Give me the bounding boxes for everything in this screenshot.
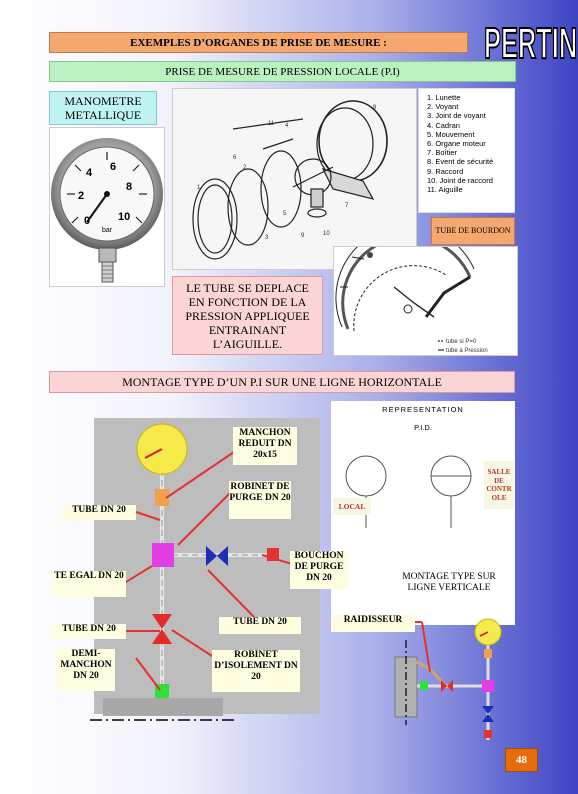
local-label: LOCAL <box>333 498 371 515</box>
legend-item: 4. Cadran <box>427 120 460 130</box>
svg-text:2: 2 <box>243 165 247 171</box>
svg-text:8: 8 <box>373 105 377 111</box>
legend-item: 8. Event de sécurité <box>427 157 494 167</box>
legend-item: 3. Joint de voyant <box>427 111 486 121</box>
tube-dn20-mid-label: TUBE DN 20 <box>219 617 301 634</box>
legend-item: 5. Mouvement <box>427 129 475 139</box>
section-title: PRISE DE MESURE DE PRESSION LOCALE (P.I) <box>49 61 516 82</box>
parts-legend: 1. Lunette 2. Voyant 3. Joint de voyant … <box>418 88 515 213</box>
svg-text:3: 3 <box>265 235 269 241</box>
manometer-label: MANOMETRE METALLIQUE <box>49 91 157 125</box>
dial-number: 2 <box>78 190 84 202</box>
bourdon-tube-icon: tube si P=0 tube à Pression <box>335 225 488 354</box>
svg-text:10: 10 <box>323 231 330 237</box>
bourdon-label-text: TUBE DE BOURDON <box>435 226 511 235</box>
bourdon-caption: tube à Pression <box>446 348 488 354</box>
svg-text:4: 4 <box>285 123 289 129</box>
montage-title-text: MONTAGE TYPE D’UN P.I SUR UNE LIGNE HORI… <box>122 374 442 389</box>
svg-text:11: 11 <box>268 121 275 127</box>
dial-unit: bar <box>102 227 113 234</box>
dial-number: 8 <box>126 181 132 193</box>
svg-text:7: 7 <box>345 203 349 209</box>
page-number: 48 <box>505 748 538 772</box>
legend-item: 10. Joint de raccord <box>427 175 493 185</box>
pid-label: P.I.D. <box>414 423 432 432</box>
explanation-text: LE TUBE SE DEPLACE EN FONCTION DE LA PRE… <box>185 280 310 351</box>
manometer-photo: 0 2 4 6 8 10 bar <box>49 127 165 287</box>
explanation-box: LE TUBE SE DEPLACE EN FONCTION DE LA PRE… <box>172 276 323 355</box>
raidisseur-label: RAIDISSEUR <box>331 615 415 632</box>
tube-dn20-left-label: TUBE DN 20 <box>52 624 126 639</box>
bourdon-tube-drawing: tube si P=0 tube à Pression <box>333 225 518 356</box>
bouchon-purge-label: BOUCHON DE PURGE DN 20 <box>290 551 348 589</box>
exploded-view-drawing: 4 6 1 2 10 5 9 8 3 7 11 <box>172 88 417 270</box>
bourdon-caption: tube si P=0 <box>446 339 477 345</box>
section-title-text: PRISE DE MESURE DE PRESSION LOCALE (P.I) <box>165 65 400 78</box>
logo-text: PERTIN F. <box>484 19 578 66</box>
vertical-pipe-symbol <box>394 656 418 718</box>
manometer-label-text: MANOMETRE METALLIQUE <box>64 94 142 122</box>
svg-text:6: 6 <box>233 155 237 161</box>
page-title-text: EXEMPLES D’ORGANES DE PRISE DE MESURE : <box>130 36 387 49</box>
manchon-reduit-label: MANCHON REDUIT DN 20x15 <box>233 427 297 465</box>
page-title: EXEMPLES D’ORGANES DE PRISE DE MESURE : <box>49 32 468 53</box>
legend-item: 6. Organe moteur <box>427 139 486 149</box>
representation-title: REPRESENTATION <box>382 405 464 414</box>
legend-item: 1. Lunette <box>427 93 461 102</box>
bourdon-label: TUBE DE BOURDON <box>431 217 515 245</box>
local-instrument-symbol <box>345 455 387 497</box>
montage-title: MONTAGE TYPE D’UN P.I SUR UNE LIGNE HORI… <box>49 371 515 393</box>
svg-text:9: 9 <box>301 233 305 239</box>
tube-dn20-top-label: TUBE DN 20 <box>62 505 136 520</box>
exploded-gauge-icon: 4 6 1 2 10 5 9 8 3 7 11 <box>192 100 388 260</box>
dial-number: 6 <box>110 161 116 173</box>
legend-item: 11. Aiguille <box>427 185 463 195</box>
dial-number: 4 <box>86 167 93 179</box>
legend-item: 2. Voyant <box>427 102 459 112</box>
dial-number: 10 <box>118 211 130 223</box>
demi-manchon-label: DEMI-MANCHON DN 20 <box>57 649 115 691</box>
manometer-icon: 0 2 4 6 8 10 bar <box>51 138 163 283</box>
svg-text:1: 1 <box>197 185 201 191</box>
svg-text:5: 5 <box>283 211 287 217</box>
salle-label: SALLE DE CONTR OLE <box>484 461 514 509</box>
logo: PERTIN F. <box>483 18 578 66</box>
legend-item: 7. Boîtier <box>427 148 458 158</box>
vertical-montage-label: MONTAGE TYPE SUR LIGNE VERTICALE <box>402 572 496 593</box>
te-egal-label: TE EGAL DN 20 <box>52 571 126 597</box>
robinet-isolement-label: ROBINET D’ISOLEMENT DN 20 <box>212 650 300 692</box>
robinet-purge-label: ROBINET DE PURGE DN 20 <box>229 481 291 519</box>
legend-item: 9. Raccord <box>427 166 464 176</box>
